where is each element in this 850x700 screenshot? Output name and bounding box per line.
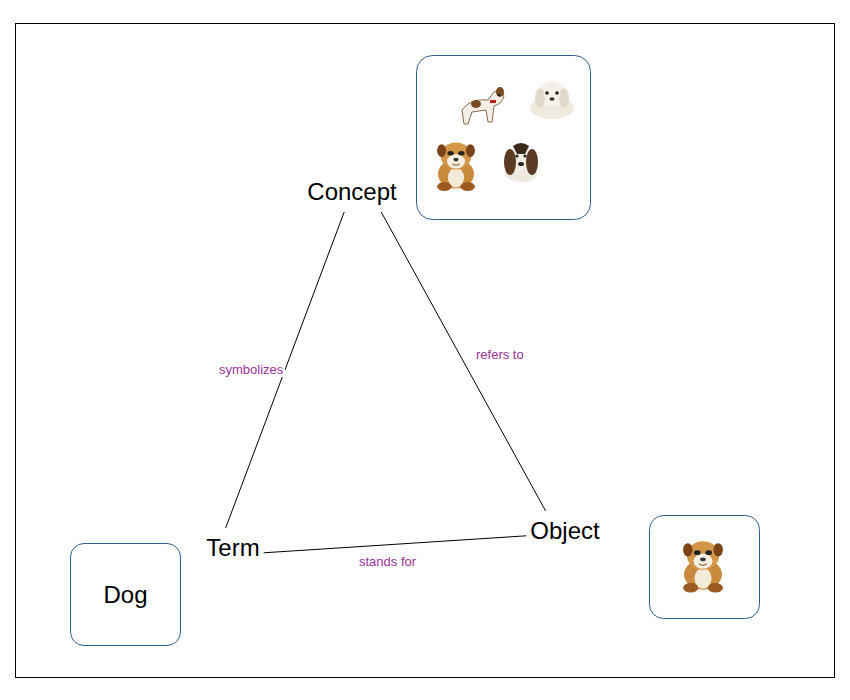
image-box [417,56,591,220]
frame [16,24,835,678]
node-text: Dog [103,581,147,609]
basset-icon [504,143,538,182]
edge-label: symbolizes [217,362,285,377]
bulldog-icon [683,541,723,592]
edge-label: refers to [474,347,526,362]
refers-to-line [381,212,545,511]
node-text: Concept [307,178,396,206]
term-box: Dog [70,543,181,646]
node-text: Object [530,517,599,545]
puppy-icon [530,81,574,119]
image-box [650,516,760,619]
node-text: Term [206,534,259,562]
puppy-icon [462,87,504,124]
edge-label: stands for [357,554,418,569]
bulldog-icon [437,143,475,192]
concept-node: Concept [303,172,400,212]
stands-for-line [264,536,527,553]
object-node: Object [526,511,603,551]
term-node: Term [202,528,263,568]
